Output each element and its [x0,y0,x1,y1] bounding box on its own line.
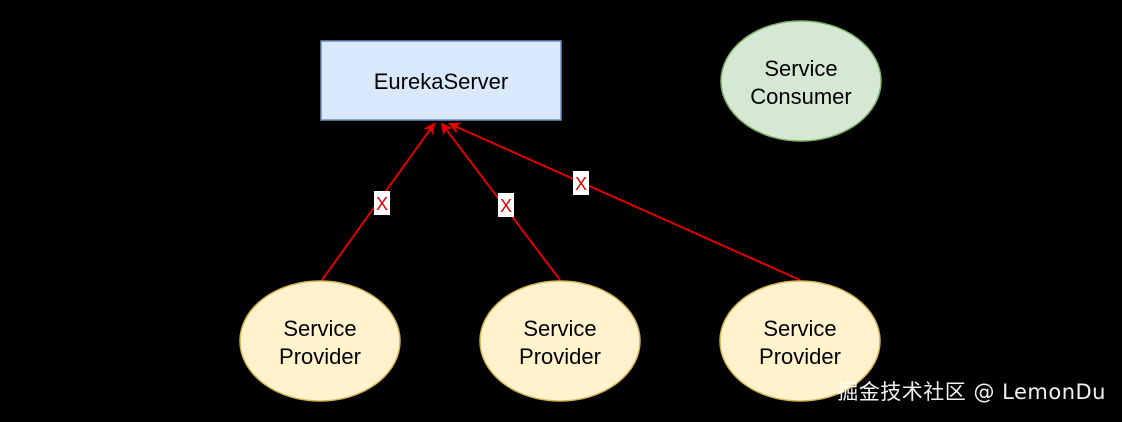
provider-1-label-line1: Service [283,316,356,341]
provider-2-label-line1: Service [523,316,596,341]
service-provider-node-1: Service Provider [239,280,401,402]
service-provider-node-3: Service Provider [719,280,881,402]
service-provider-node-2: Service Provider [479,280,641,402]
provider-3-label-line1: Service [763,316,836,341]
eureka-server-node: EurekaServer [320,40,562,121]
cross-mark-2: X [498,193,514,217]
cross-mark-1: X [374,191,390,215]
provider-2-label-line2: Provider [519,344,601,369]
service-consumer-node: Service Consumer [720,20,882,142]
svg-text:X: X [500,196,512,216]
svg-text:X: X [575,174,587,194]
eureka-server-label: EurekaServer [374,69,509,94]
heartbeat-arrow-provider-3 [448,122,801,281]
consumer-label-line1: Service [764,56,837,81]
cross-mark-3: X [573,171,589,195]
watermark-text: 掘金技术社区 @ LemonDu [837,380,1106,404]
provider-1-label-line2: Provider [279,344,361,369]
provider-3-label-line2: Provider [759,344,841,369]
svg-text:X: X [376,194,388,214]
consumer-label-line2: Consumer [750,84,851,109]
